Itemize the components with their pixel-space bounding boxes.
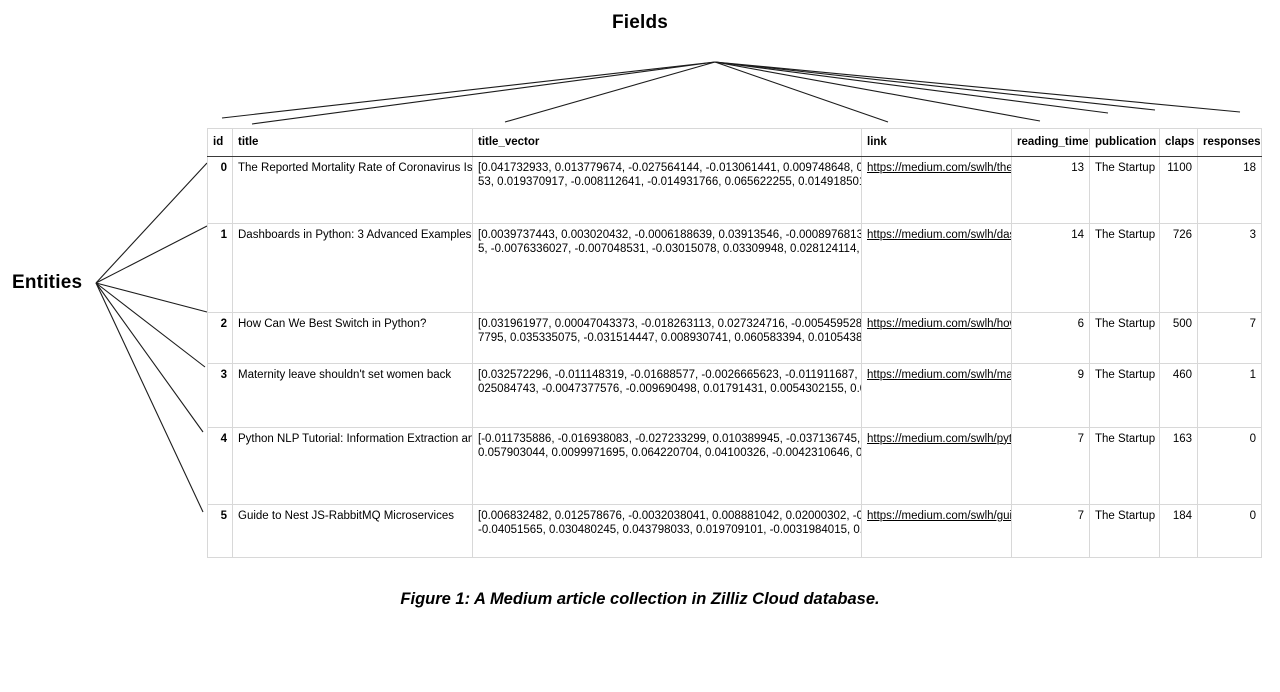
cell-publication: The Startup <box>1089 311 1160 364</box>
entities-connector-line-1 <box>95 225 208 284</box>
cell-link-text[interactable]: https://medium.com/swlh/guide-to-nest-js… <box>867 509 1011 522</box>
cell-link: https://medium.com/swlh/maternity-leave-… <box>861 362 1012 428</box>
cell-publication: The Startup <box>1089 426 1160 505</box>
column-header-publication[interactable]: publication <box>1089 128 1160 157</box>
figure-caption: Figure 1: A Medium article collection in… <box>400 590 880 608</box>
fields-connector-line-3 <box>714 61 889 123</box>
cell-claps: 500 <box>1159 311 1198 364</box>
fields-connector-line-5 <box>714 61 1109 114</box>
cell-title-vector-text: [0.041732933, 0.013779674, -0.027564144,… <box>478 161 861 189</box>
cell-link: https://medium.com/swlh/guide-to-nest-js… <box>861 503 1012 558</box>
cell-claps: 184 <box>1159 503 1198 558</box>
cell-link-text[interactable]: https://medium.com/swlh/how-can-we-best-… <box>867 317 1011 330</box>
cell-publication: The Startup <box>1089 222 1160 313</box>
fields-connector-group <box>221 61 1241 125</box>
cell-link-text[interactable]: https://medium.com/swlh/python-nlp-tutor… <box>867 432 1011 445</box>
cell-title-vector: [0.031961977, 0.00047043373, -0.01826311… <box>472 311 862 364</box>
cell-title-vector: [0.006832482, 0.012578676, -0.0032038041… <box>472 503 862 558</box>
entities-connector-group <box>95 162 208 513</box>
cell-title-vector-text: [0.0039737443, 0.003020432, -0.000618863… <box>478 228 861 256</box>
entities-connector-line-0 <box>95 162 208 284</box>
cell-link: https://medium.com/swlh/the-reported-mor… <box>861 155 1012 224</box>
cell-responses: 1 <box>1197 362 1262 428</box>
cell-link-text[interactable]: https://medium.com/swlh/dashboards-in-py… <box>867 228 1012 241</box>
column-header-link[interactable]: link <box>861 128 1012 157</box>
fields-connector-line-0 <box>221 61 716 119</box>
cell-link: https://medium.com/swlh/dashboards-in-py… <box>861 222 1012 313</box>
table-header-row: id title title_vector link reading_time … <box>207 128 1262 157</box>
cell-claps: 1100 <box>1159 155 1198 224</box>
cell-publication: The Startup <box>1089 155 1160 224</box>
cell-title: Dashboards in Python: 3 Advanced Example… <box>232 222 473 313</box>
cell-id: 1 <box>207 222 233 313</box>
cell-reading-time: 9 <box>1011 362 1090 428</box>
column-header-reading-time[interactable]: reading_time <box>1011 128 1090 157</box>
column-header-title[interactable]: title <box>232 128 473 157</box>
cell-title: Python NLP Tutorial: Information Extract… <box>232 426 473 505</box>
cell-title-vector-text: [0.006832482, 0.012578676, -0.0032038041… <box>478 509 861 537</box>
cell-title: The Reported Mortality Rate of Coronavir… <box>232 155 473 224</box>
cell-responses: 0 <box>1197 503 1262 558</box>
cell-reading-time: 13 <box>1011 155 1090 224</box>
fields-connector-line-7 <box>714 61 1241 113</box>
cell-publication: The Startup <box>1089 503 1160 558</box>
cell-title: Guide to Nest JS-RabbitMQ Microservices <box>232 503 473 558</box>
cell-title-vector-text: [0.031961977, 0.00047043373, -0.01826311… <box>478 317 862 345</box>
cell-title-vector-text: [0.032572296, -0.011148319, -0.01688577,… <box>478 368 861 396</box>
cell-claps: 460 <box>1159 362 1198 428</box>
cell-claps: 163 <box>1159 426 1198 505</box>
entities-connector-line-5 <box>95 282 204 513</box>
cell-title-vector: [-0.011735886, -0.016938083, -0.02723329… <box>472 426 862 505</box>
cell-responses: 0 <box>1197 426 1262 505</box>
cell-title-vector: [0.032572296, -0.011148319, -0.01688577,… <box>472 362 862 428</box>
column-header-title-vector[interactable]: title_vector <box>472 128 862 157</box>
cell-id: 0 <box>207 155 233 224</box>
entities-connector-line-4 <box>95 282 204 433</box>
entities-annotation-label: Entities <box>12 272 83 293</box>
fields-connector-line-1 <box>251 61 716 125</box>
cell-link: https://medium.com/swlh/python-nlp-tutor… <box>861 426 1012 505</box>
entities-connector-line-2 <box>95 282 208 313</box>
collection-table-container: id title title_vector link reading_time … <box>207 128 1262 558</box>
cell-reading-time: 7 <box>1011 426 1090 505</box>
column-header-id[interactable]: id <box>207 128 233 157</box>
cell-id: 3 <box>207 362 233 428</box>
entities-connector-line-3 <box>95 282 206 368</box>
collection-table: id title title_vector link reading_time … <box>207 128 1262 558</box>
cell-reading-time: 6 <box>1011 311 1090 364</box>
cell-reading-time: 14 <box>1011 222 1090 313</box>
column-header-claps[interactable]: claps <box>1159 128 1198 157</box>
cell-responses: 18 <box>1197 155 1262 224</box>
cell-link-text[interactable]: https://medium.com/swlh/maternity-leave-… <box>867 368 1011 381</box>
column-header-responses[interactable]: responses <box>1197 128 1262 157</box>
cell-link-text[interactable]: https://medium.com/swlh/the-reported-mor… <box>867 161 1012 174</box>
cell-title-vector: [0.0039737443, 0.003020432, -0.000618863… <box>472 222 862 313</box>
cell-responses: 3 <box>1197 222 1262 313</box>
cell-publication: The Startup <box>1089 362 1160 428</box>
fields-annotation-label: Fields <box>611 12 669 33</box>
cell-id: 2 <box>207 311 233 364</box>
cell-title: Maternity leave shouldn't set women back <box>232 362 473 428</box>
cell-id: 4 <box>207 426 233 505</box>
cell-title: How Can We Best Switch in Python? <box>232 311 473 364</box>
fields-connector-line-2 <box>504 61 716 123</box>
cell-link: https://medium.com/swlh/how-can-we-best-… <box>861 311 1012 364</box>
fields-connector-line-4 <box>714 61 1041 122</box>
cell-reading-time: 7 <box>1011 503 1090 558</box>
cell-title-vector-text: [-0.011735886, -0.016938083, -0.02723329… <box>478 432 861 460</box>
cell-claps: 726 <box>1159 222 1198 313</box>
cell-title-vector: [0.041732933, 0.013779674, -0.027564144,… <box>472 155 862 224</box>
cell-responses: 7 <box>1197 311 1262 364</box>
cell-id: 5 <box>207 503 233 558</box>
fields-connector-line-6 <box>714 61 1156 111</box>
